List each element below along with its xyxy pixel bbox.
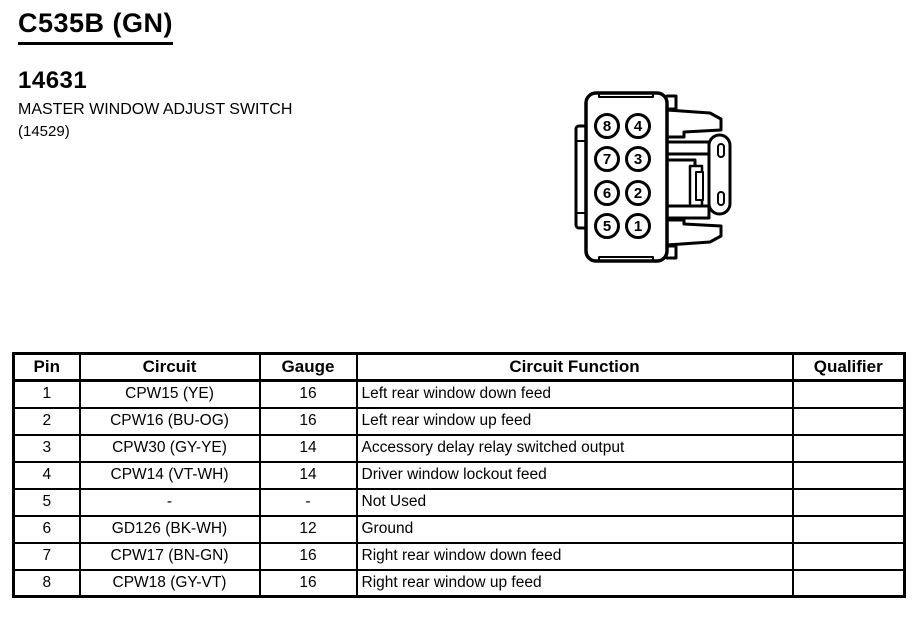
pin-cavity-8 bbox=[594, 113, 620, 139]
cell-function: Accessory delay relay switched output bbox=[355, 433, 794, 463]
col-header-qualifier: Qualifier bbox=[791, 352, 906, 382]
cell-gauge: 16 bbox=[258, 568, 358, 598]
cell-circuit: CPW16 (BU-OG) bbox=[78, 406, 261, 436]
cell-qualifier bbox=[791, 379, 906, 409]
page-header: C535B (GN) 14631 MASTER WINDOW ADJUST SW… bbox=[18, 8, 292, 140]
col-header-gauge: Gauge bbox=[258, 352, 358, 382]
connector-id-title: C535B (GN) bbox=[18, 8, 174, 45]
table-row: 3 CPW30 (GY-YE) 14 Accessory delay relay… bbox=[12, 433, 906, 463]
cell-circuit: CPW14 (VT-WH) bbox=[78, 460, 261, 490]
pin-cavity-4 bbox=[625, 113, 651, 139]
cell-pin: 2 bbox=[12, 406, 81, 436]
cell-gauge: - bbox=[258, 487, 358, 517]
cell-gauge: 14 bbox=[258, 460, 358, 490]
col-header-circuit: Circuit bbox=[78, 352, 261, 382]
pin-number: 5 bbox=[603, 218, 611, 235]
table-row: 4 CPW14 (VT-WH) 14 Driver window lockout… bbox=[12, 460, 906, 490]
table-row: 7 CPW17 (BN-GN) 16 Right rear window dow… bbox=[12, 541, 906, 571]
connector-drawing-icon: 8 4 7 3 6 2 5 1 bbox=[574, 91, 732, 263]
pin-number: 3 bbox=[634, 151, 642, 168]
table-row: 8 CPW18 (GY-VT) 16 Right rear window up … bbox=[12, 568, 906, 598]
cell-circuit: CPW30 (GY-YE) bbox=[78, 433, 261, 463]
cell-function: Not Used bbox=[355, 487, 794, 517]
cell-function: Driver window lockout feed bbox=[355, 460, 794, 490]
cell-function: Left rear window down feed bbox=[355, 379, 794, 409]
part-number: 14631 bbox=[18, 67, 88, 94]
base-part-number: (14529) bbox=[18, 123, 70, 140]
cell-pin: 7 bbox=[12, 541, 81, 571]
table-header-row: Pin Circuit Gauge Circuit Function Quali… bbox=[12, 352, 906, 382]
pin-cavity-1 bbox=[625, 213, 651, 239]
pin-number: 4 bbox=[634, 118, 643, 135]
cell-qualifier bbox=[791, 487, 906, 517]
cell-circuit: - bbox=[78, 487, 261, 517]
cell-circuit: CPW15 (YE) bbox=[78, 379, 261, 409]
cell-pin: 3 bbox=[12, 433, 81, 463]
cell-gauge: 16 bbox=[258, 379, 358, 409]
pin-cavity-7 bbox=[594, 146, 620, 172]
table-row: 2 CPW16 (BU-OG) 16 Left rear window up f… bbox=[12, 406, 906, 436]
cell-gauge: 12 bbox=[258, 514, 358, 544]
cell-pin: 8 bbox=[12, 568, 81, 598]
cell-qualifier bbox=[791, 514, 906, 544]
cell-pin: 6 bbox=[12, 514, 81, 544]
pin-number: 6 bbox=[603, 185, 611, 202]
cell-pin: 1 bbox=[12, 379, 81, 409]
pin-number: 1 bbox=[634, 218, 642, 235]
table-row: 6 GD126 (BK-WH) 12 Ground bbox=[12, 514, 906, 544]
pin-cavity-3 bbox=[625, 146, 651, 172]
cell-gauge: 16 bbox=[258, 541, 358, 571]
connector-diagram: 8 4 7 3 6 2 5 1 bbox=[572, 84, 750, 270]
cell-circuit: CPW18 (GY-VT) bbox=[78, 568, 261, 598]
cell-pin: 4 bbox=[12, 460, 81, 490]
cell-qualifier bbox=[791, 568, 906, 598]
col-header-function: Circuit Function bbox=[355, 352, 794, 382]
pinout-table: Pin Circuit Gauge Circuit Function Quali… bbox=[12, 352, 906, 598]
cell-function: Right rear window down feed bbox=[355, 541, 794, 571]
cell-qualifier bbox=[791, 406, 906, 436]
cell-gauge: 14 bbox=[258, 433, 358, 463]
pin-cavity-5 bbox=[594, 213, 620, 239]
pin-number: 2 bbox=[634, 185, 642, 202]
cell-function: Ground bbox=[355, 514, 794, 544]
cell-qualifier bbox=[791, 433, 906, 463]
cell-qualifier bbox=[791, 460, 906, 490]
cell-pin: 5 bbox=[12, 487, 81, 517]
pin-cavity-6 bbox=[594, 180, 620, 206]
table-row: 1 CPW15 (YE) 16 Left rear window down fe… bbox=[12, 379, 906, 409]
cell-circuit: CPW17 (BN-GN) bbox=[78, 541, 261, 571]
part-name: MASTER WINDOW ADJUST SWITCH bbox=[18, 101, 293, 118]
cell-gauge: 16 bbox=[258, 406, 358, 436]
pin-cavity-2 bbox=[625, 180, 651, 206]
col-header-pin: Pin bbox=[12, 352, 81, 382]
cell-qualifier bbox=[791, 541, 906, 571]
cell-function: Right rear window up feed bbox=[355, 568, 794, 598]
cell-circuit: GD126 (BK-WH) bbox=[78, 514, 261, 544]
table-row: 5 - - Not Used bbox=[12, 487, 906, 517]
pin-number: 8 bbox=[603, 118, 611, 135]
pin-number: 7 bbox=[603, 151, 611, 168]
cell-function: Left rear window up feed bbox=[355, 406, 794, 436]
